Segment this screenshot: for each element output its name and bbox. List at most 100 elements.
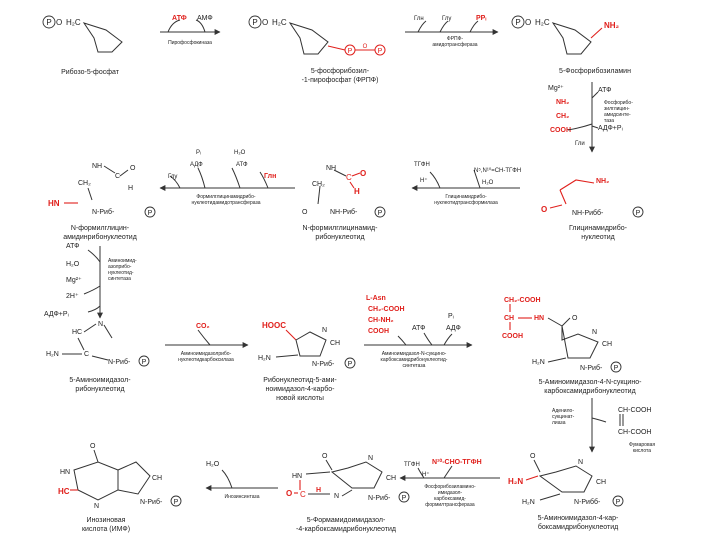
fumarate-ch-cooh-2: CH-COOH xyxy=(618,429,651,436)
ribose-group: N-Риб- xyxy=(580,364,603,372)
phosphoribosylamine: P O H₂C NH₂ 5-Фосфорибозиламин xyxy=(511,15,631,75)
amine-group: H₂N xyxy=(532,359,545,366)
carbonyl-oxygen: O xyxy=(90,443,96,450)
aspartate-label: L-Asn xyxy=(366,295,386,302)
enzyme-line-3: нуклеотид- xyxy=(108,270,134,276)
ribose-group: NH-Рибб- xyxy=(572,209,604,217)
saicar-label-1: 5-Аминоимидазол-4-N-сукцино- xyxy=(539,379,643,386)
glycine-ch2: CH₂ xyxy=(556,113,569,120)
ring-n: N xyxy=(98,321,103,328)
formylglycinamidine-ribonucleotide: NH CH₂ C H O HN N-Риб- P N-формилглицин-… xyxy=(48,163,156,241)
phosphate-symbol: P xyxy=(636,210,641,217)
svg-text:P: P xyxy=(378,48,383,55)
ppi-output: PPᵢ xyxy=(476,15,486,22)
fumaric-acid-label-1: Фумаровая xyxy=(629,442,655,448)
inosinic-acid: O HN HC N CH N-Риб- P Инозиновая кислота… xyxy=(58,443,182,533)
formyl-hydrogen: H xyxy=(354,187,360,196)
faicar-label-2: -4-карбоксамидрибонуклеотид xyxy=(296,525,396,533)
ch-group: CH xyxy=(386,475,396,482)
hc-group: HC xyxy=(72,329,82,336)
aicar-label-1: 5-Аминоимидазол-4-кар- xyxy=(538,515,619,522)
proton-output: H⁺ xyxy=(422,471,430,478)
atp-input: АТФ xyxy=(236,162,248,168)
faicar-label-1: 5-Формамидоимидазол- xyxy=(307,517,386,524)
formyl-thf-input: N⁵,N¹⁰=CH-ТГФН xyxy=(474,167,521,174)
amine-group: H₂N xyxy=(46,351,59,358)
ribose-ring xyxy=(551,22,592,55)
glycinamide-ribonucleotide: NH₂ O NH-Рибб- P Глицинамидрибо- нуклеот… xyxy=(541,178,644,241)
step-1-arrow: АТФ АМФ Пирофосфокиназа xyxy=(160,15,221,46)
h2c-group: H₂C xyxy=(272,18,287,27)
glycine-label: Гли xyxy=(575,141,585,147)
saicar: CH₂-COOH CH HN COOH O N CH H₂N N-Риб- P … xyxy=(502,297,642,395)
ring-carbon: C xyxy=(84,351,89,358)
hn-group: HN xyxy=(292,473,302,480)
carbonyl-oxygen: O xyxy=(302,209,308,216)
formyltransferase-enzyme-3: карбоксамид- xyxy=(434,496,466,502)
phosphate-symbol: P xyxy=(378,210,383,217)
ring-n: N xyxy=(368,455,373,462)
atp-input: АТФ xyxy=(598,87,612,94)
formyl-hydrogen: H xyxy=(128,185,133,192)
ring-n: N xyxy=(578,459,583,466)
amp-output: АМФ xyxy=(197,15,213,22)
lyase-enzyme-3: лиаза xyxy=(552,420,566,426)
step-8-arrow: L-Asn CH₂-COOH CH-NH₂ COOH АТФ Pᵢ АДФ Ам… xyxy=(364,295,473,369)
amidotransferase-enzyme-1: ФРПФ- xyxy=(447,36,464,42)
phosphate-symbol: P xyxy=(616,499,621,506)
atp-input: АТФ xyxy=(66,243,80,250)
pi-output: Pᵢ xyxy=(196,150,201,156)
imidazole-ring xyxy=(295,331,327,357)
fumarate-ch-cooh-1: CH-COOH xyxy=(618,407,651,414)
phosphate-symbol: P xyxy=(515,18,520,27)
glu-output: Глу xyxy=(168,174,177,180)
step-10-arrow: N¹⁰-CHO-ТГФН ТГФН H⁺ Фосфорибозиламино- … xyxy=(399,458,500,508)
mg-cofactor: Mg²⁺ xyxy=(548,85,564,92)
water-input: H₂O xyxy=(66,261,80,268)
imp-label-1: Инозиновая xyxy=(87,517,126,524)
water-output: H₂O xyxy=(206,461,220,468)
transformylase-enzyme-1: Глицинамидрибо- xyxy=(445,194,487,200)
aspartate-ch2cooh: CH₂-COOH xyxy=(368,306,405,313)
adp-output: АДФ xyxy=(190,162,203,168)
imidazole-ring xyxy=(561,325,599,359)
phosphate-symbol: P xyxy=(174,499,179,506)
ribose-group: NH-Риб- xyxy=(330,208,358,216)
enzyme-line-2: зилглицин- xyxy=(604,106,630,112)
prpp-label-2: -1-пирофосфат (ФРПФ) xyxy=(302,77,379,84)
inosine-synthase-enzyme: Инозинсинтаза xyxy=(224,494,259,500)
ring-n: N xyxy=(592,329,597,336)
cair-label-2: ноимидазол-4-карбо- xyxy=(265,385,335,393)
adp-output: АДФ+Pᵢ xyxy=(44,311,69,318)
atp-input: АТФ xyxy=(172,15,187,22)
formyl-thf-input: N¹⁰-CHO-ТГФН xyxy=(432,458,482,466)
adp-output: АДФ+Pᵢ xyxy=(598,125,623,132)
ch2-group: CH₂ xyxy=(312,181,325,188)
enzyme-line-2: азолрибо- xyxy=(108,264,132,270)
amide-nh2: H₂N xyxy=(508,477,523,486)
proton-output: 2H⁺ xyxy=(66,293,79,300)
phosphate-symbol: P xyxy=(614,365,619,372)
cair-label-3: новой кислоты xyxy=(276,394,324,402)
co2-input: CO₂ xyxy=(196,323,210,330)
enzyme-line-3: амидсинте- xyxy=(604,112,631,118)
amine-group: NH₂ xyxy=(596,178,609,185)
prpp-label-1: 5-фосфорибозил- xyxy=(311,67,370,75)
imidazole-ring xyxy=(538,465,593,493)
hn-group: HN xyxy=(60,469,70,476)
h2c-group: H₂C xyxy=(66,18,81,27)
formyltransferase-enzyme-1: Фосфорибозиламино- xyxy=(424,484,476,490)
ch-group: CH xyxy=(596,479,606,486)
carboxylase-enzyme-1: Аминоимидазолрибо- xyxy=(181,351,232,357)
water-input: H₂O xyxy=(234,150,246,156)
step-2-arrow: Глн Глу PPᵢ ФРПФ- амидотрансфераза xyxy=(405,15,499,48)
amidotransferase-enzyme-2: амидотрансфераза xyxy=(432,42,477,48)
nh-group: NH xyxy=(92,163,102,170)
proton-output: H⁺ xyxy=(420,177,428,184)
ring-n-lower: N xyxy=(334,493,339,500)
imp-label-2: кислота (ИМФ) xyxy=(82,526,130,533)
amidotransferase-enzyme-1: Формилглицинамидрибо- xyxy=(196,194,256,200)
ribose-group: N-Рибб- xyxy=(574,498,601,506)
imidazole-ring xyxy=(330,461,383,489)
enzyme-line-1: Фосфорибо- xyxy=(604,100,633,106)
